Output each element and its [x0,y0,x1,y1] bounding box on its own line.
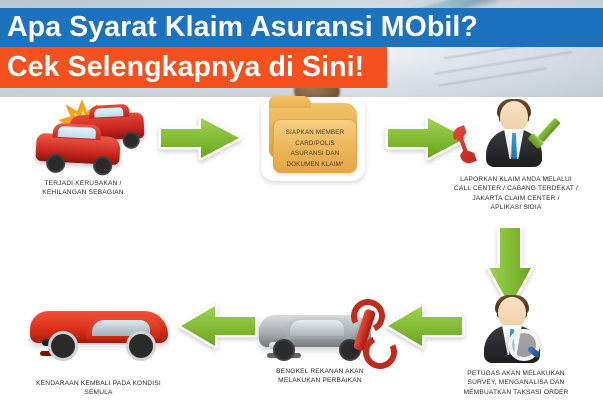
step-4-caption: PETUGAS AKAN MELAKUKAN SURVEY, MENGANALI… [463,370,569,396]
folder-front: SIAPKAN MEMBER CARD/POLIS ASURANSI DAN D… [273,119,357,173]
magnifying-glass-icon [508,329,542,361]
telephone-handset-icon [456,123,490,161]
repaired-sports-car-icon [24,289,174,365]
arrow-down-icon [484,225,536,314]
arrow-left-icon [178,303,258,354]
step-2-node: SIAPKAN MEMBER CARD/POLIS ASURANSI DAN D… [253,96,373,181]
arrow-right-icon [158,115,242,166]
arrow-left-icon [385,303,465,354]
step-6-node: KENDARAAN KEMBALI PADA KONDISI SEMULA [6,289,191,398]
headline-line-2: Cek Selengkapnya di Sini! [7,50,365,83]
folder-label: SIAPKAN MEMBER CARD/POLIS ASURANSI DAN D… [285,129,345,168]
headline-band-secondary: Cek Selengkapnya di Sini! [0,47,387,88]
red-sports-car [29,311,168,361]
claim-process-flowchart: TERJADI KERUSAKAN / KEHILANGAN SEBAGIAN … [0,96,603,412]
step-1-caption: TERJADI KERUSAKAN / KEHILANGAN SEBAGIAN [42,180,124,197]
headline-band-primary: Apa Syarat Klaim Asuransi MObil? [0,8,603,47]
step-6-caption: KENDARAAN KEMBALI PADA KONDISI SEMULA [36,380,161,397]
step-5-node: BENGKEL REKANAN AKAN MELAKUKAN PERBAIKAN [250,294,402,386]
call-center-agent-icon [432,97,600,171]
arrow-right-icon [385,115,469,166]
surveyor-magnifier-icon [430,293,602,367]
car-lower [35,122,121,176]
documents-folder-icon: SIAPKAN MEMBER CARD/POLIS ASURANSI DAN D… [261,96,365,181]
step-3-node: LAPORKAN KLAIM ANDA MELALUI CALL CENTER … [432,97,600,212]
headline-line-1: Apa Syarat Klaim Asuransi MObil? [7,10,478,43]
wrench-icon [343,294,402,374]
step-5-caption: BENGKEL REKANAN AKAN MELAKUKAN PERBAIKAN [276,368,364,385]
step-4-node: PETUGAS AKAN MELAKUKAN SURVEY, MENGANALI… [430,293,602,397]
car-crash-icon [8,97,148,176]
checkmark-icon [527,123,561,153]
car-repair-wrench-icon [255,294,402,374]
step-1-node: TERJADI KERUSAKAN / KEHILANGAN SEBAGIAN [8,97,158,198]
step-3-caption: LAPORKAN KLAIM ANDA MELALUI CALL CENTER … [453,176,579,212]
